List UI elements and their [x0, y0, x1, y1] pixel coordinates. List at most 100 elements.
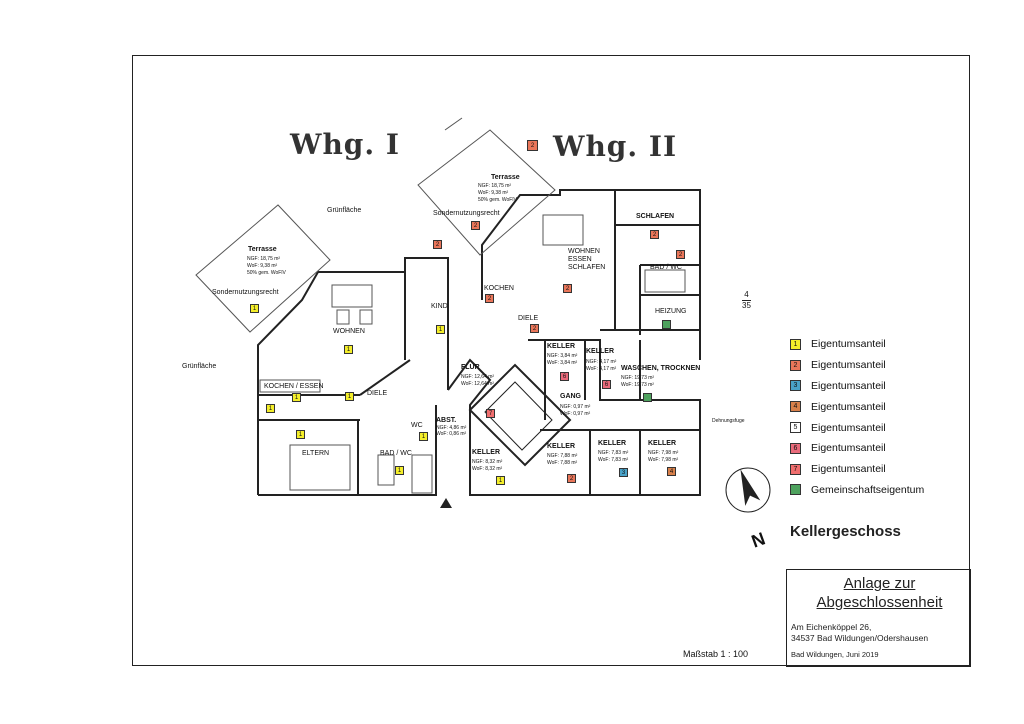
- legend-label: Eigentumsanteil: [811, 338, 886, 351]
- badge-wohnen: 1: [344, 345, 353, 354]
- label-flur: FLUR: [461, 364, 480, 371]
- terrasse-1-wof: WoF: 9,38 m²: [247, 263, 278, 269]
- label-keller-5: KELLER: [598, 440, 626, 447]
- keller-1-ngf: NGF: 8,32 m²: [472, 459, 503, 465]
- keller-3-wof: WoF: 4,17 m²: [586, 366, 617, 372]
- legend-swatch: 7: [790, 463, 801, 475]
- label-schlafen: SCHLAFEN: [636, 213, 675, 220]
- flur-ngf: NGF: 12,64 m²: [461, 374, 495, 380]
- label-gruenflaeche-top: Grünfläche: [327, 207, 362, 214]
- badge-kochen-b: 1: [266, 404, 275, 413]
- legend-row: 6 Eigentumsanteil: [790, 438, 924, 459]
- waschen-wof: WoF: 19,73 m²: [621, 382, 654, 388]
- keller-2-ngf: NGF: 3,84 m²: [547, 353, 578, 359]
- legend-label: Eigentumsanteil: [811, 463, 886, 476]
- legend-label: Eigentumsanteil: [811, 421, 886, 434]
- keller-3-ngf: NGF: 4,17 m²: [586, 359, 617, 365]
- label-wohnen-essen: WOHNEN ESSEN SCHLAFEN: [568, 248, 606, 271]
- wall-whg1: [257, 257, 449, 495]
- badge-bad: 1: [395, 466, 404, 475]
- terrasse-2: [417, 129, 556, 256]
- badge-bad-2: 2: [676, 250, 685, 259]
- legend-swatch: 3: [790, 380, 801, 392]
- label-wohnen: WOHNEN: [333, 328, 365, 335]
- badge-keller-5: 3: [619, 468, 628, 477]
- title-block-line2: Abgeschlossenheit: [816, 594, 943, 611]
- badge-flur: 7: [486, 409, 495, 418]
- keller-2-wof: WoF: 3,84 m²: [547, 360, 578, 366]
- title-block-date: Bad Wildungen, Juni 2019: [791, 650, 879, 659]
- wall-flur: [447, 358, 528, 496]
- title-whg1: Whg. I: [290, 128, 400, 161]
- badge-terrasse-2a: 2: [471, 221, 480, 230]
- label-sondernutzungsrecht-2: Sondernutzungsrecht: [433, 210, 500, 217]
- terrasse-1: [195, 204, 331, 333]
- legend-swatch: 5: [790, 422, 801, 434]
- label-terrasse-1: Terrasse: [248, 246, 277, 253]
- terrasse-2-note: 50% gem. WoFlV: [478, 197, 517, 203]
- badge-keller-3: 6: [602, 380, 611, 389]
- label-bad-2: BAD / WC: [650, 264, 682, 271]
- label-diele-2: DIELE: [518, 315, 539, 322]
- label-wc: WC: [411, 422, 423, 429]
- label-kochen-2: KOCHEN: [484, 285, 514, 292]
- label-keller-1: KELLER: [472, 449, 500, 456]
- legend-swatch: 6: [790, 442, 801, 454]
- badge-kind: 1: [436, 325, 445, 334]
- legend-row: Gemeinschaftseigentum: [790, 480, 924, 501]
- badge-diele: 1: [345, 392, 354, 401]
- legend-row: 5 Eigentumsanteil: [790, 417, 924, 438]
- legend-row: 7 Eigentumsanteil: [790, 459, 924, 480]
- label-keller-4: KELLER: [547, 443, 575, 450]
- label-keller-2: KELLER: [547, 343, 575, 350]
- wall-whg1-lower: [258, 405, 437, 496]
- label-dehnungsfuge: Dehnungsfuge: [712, 418, 745, 424]
- badge-keller-2: 6: [560, 372, 569, 381]
- wall-whg2: [481, 189, 701, 360]
- legend-row: 4 Eigentumsanteil: [790, 396, 924, 417]
- abst-wof: WoF: 0,86 m²: [436, 431, 467, 437]
- label-keller-6: KELLER: [648, 440, 676, 447]
- title-whg2: Whg. II: [553, 130, 678, 163]
- legend-swatch: 1: [790, 338, 801, 350]
- keller-4-ngf: NGF: 7,88 m²: [547, 453, 578, 459]
- flur-wof: WoF: 12,64 m²: [461, 381, 494, 387]
- badge-keller-4: 2: [567, 474, 576, 483]
- gang-ngf: NGF: 0,97 m²: [560, 404, 591, 410]
- legend-swatch: 2: [790, 359, 801, 371]
- keller-4-wof: WoF: 7,88 m²: [547, 460, 578, 466]
- keller-1-wof: WoF: 8,32 m²: [472, 466, 503, 472]
- badge-terrasse-2b: 2: [433, 240, 442, 249]
- label-gang: GANG: [560, 393, 581, 400]
- abst-ngf: NGF: 4,86 m²: [436, 425, 467, 431]
- title-block: Anlage zur Abgeschlossenheit Am Eichenkö…: [786, 569, 971, 667]
- label-kochen-essen: KOCHEN / ESSEN: [264, 383, 324, 390]
- badge-wc: 1: [419, 432, 428, 441]
- label-bad: BAD / WC: [380, 450, 412, 457]
- label-abst: ABST.: [436, 417, 457, 424]
- label-eltern: ELTERN: [302, 450, 330, 457]
- page-number: 4 35: [742, 290, 751, 311]
- terrasse-1-note: 50% gem. WoFlV: [247, 270, 286, 276]
- legend-swatch: 4: [790, 401, 801, 413]
- floor-name: Kellergeschoss: [790, 523, 901, 540]
- badge-waschen: [643, 393, 652, 402]
- drawing-frame: [132, 55, 970, 666]
- terrasse-2-wof: WoF: 9,38 m²: [478, 190, 509, 196]
- badge-whg2: 2: [527, 140, 538, 151]
- terrasse-1-ngf: NGF: 18,75 m²: [247, 256, 281, 262]
- page-number-top: 4: [744, 290, 749, 299]
- waschen-ngf: NGF: 19,73 m²: [621, 375, 655, 381]
- legend-label: Gemeinschaftseigentum: [811, 483, 925, 496]
- legend-label: Eigentumsanteil: [811, 400, 886, 413]
- legend-label: Eigentumsanteil: [811, 442, 886, 455]
- label-diele: DIELE: [367, 390, 388, 397]
- label-keller-3: KELLER: [586, 348, 614, 355]
- label-waschen: WASCHEN, TROCKNEN: [621, 365, 701, 372]
- stair-block: [468, 363, 572, 467]
- badge-kochen: 1: [292, 393, 301, 402]
